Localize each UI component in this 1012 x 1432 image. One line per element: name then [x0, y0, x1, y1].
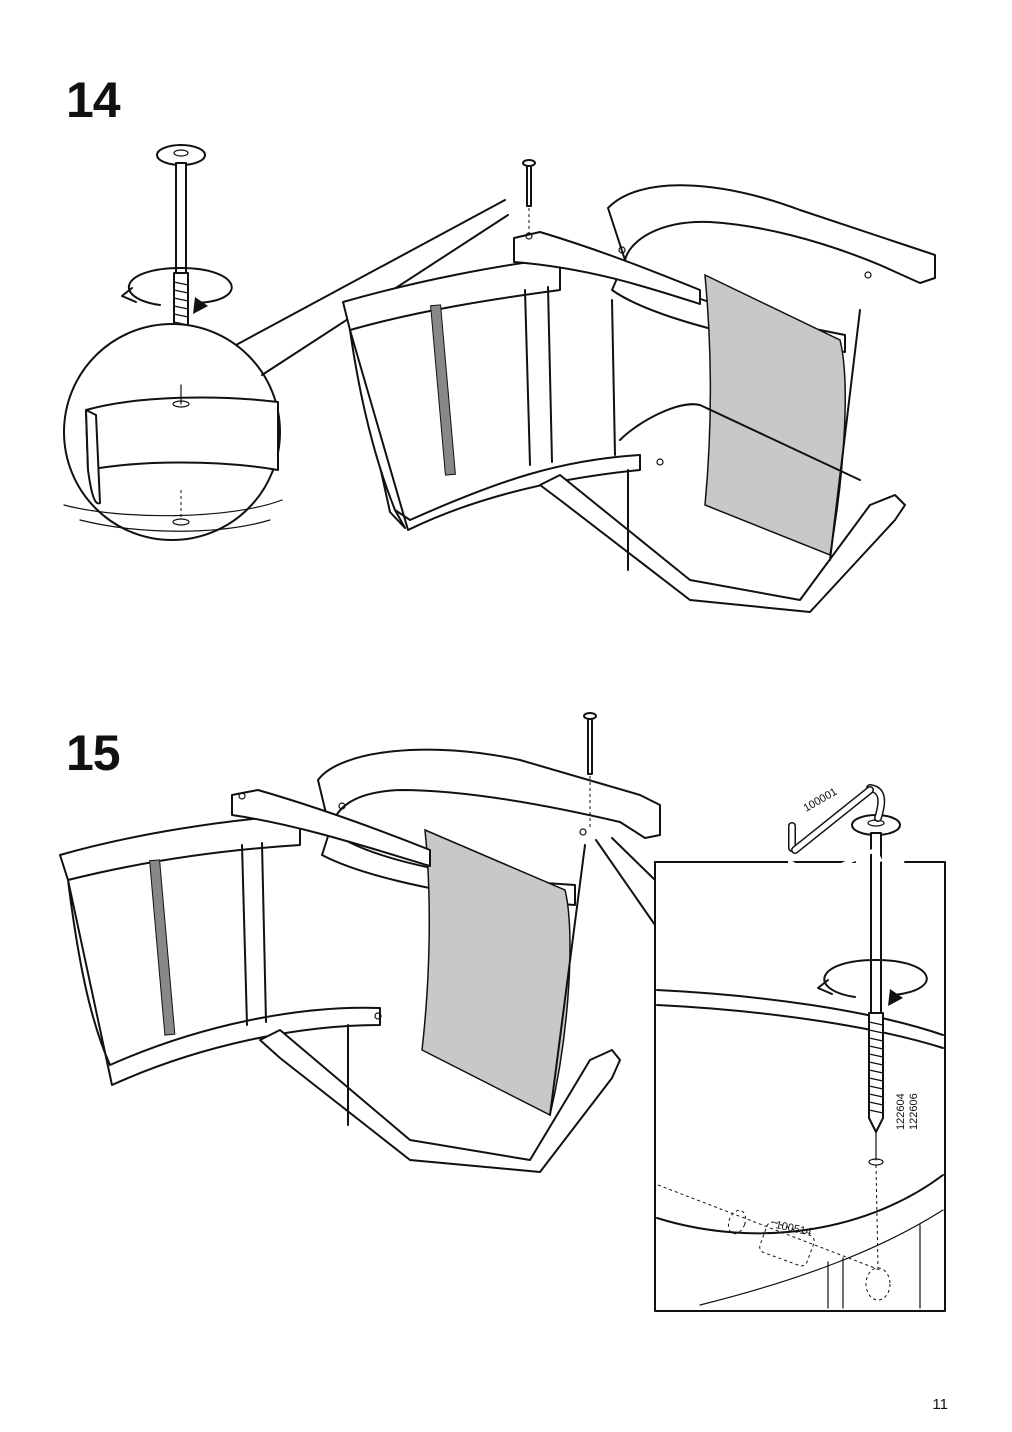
- dowel-nut-label: 100514: [774, 1219, 812, 1238]
- rotate-clockwise-icon-15: [817, 959, 928, 1006]
- page-number: 11: [932, 1396, 948, 1413]
- rotate-clockwise-icon: [121, 267, 233, 314]
- chair-frame: [342, 184, 936, 613]
- small-screw-icon: [522, 159, 536, 235]
- small-screw-icon-15: [583, 712, 597, 830]
- step-14-number: 14: [66, 72, 121, 128]
- detail-callout-box: 100514: [654, 861, 946, 1312]
- step-15-illustration: 100514 122604 122606: [59, 712, 946, 1312]
- hex-key-label: 100001: [802, 786, 840, 815]
- step-14-illustration: [63, 144, 936, 613]
- screw-label-2: 122606: [908, 1093, 920, 1130]
- step-15-number: 15: [66, 725, 121, 781]
- chair-frame-step-15: [59, 748, 661, 1173]
- screw-label-1: 122604: [895, 1093, 907, 1130]
- long-screw-icon: 122604 122606: [851, 814, 920, 1161]
- magnifier-callout: [63, 199, 509, 541]
